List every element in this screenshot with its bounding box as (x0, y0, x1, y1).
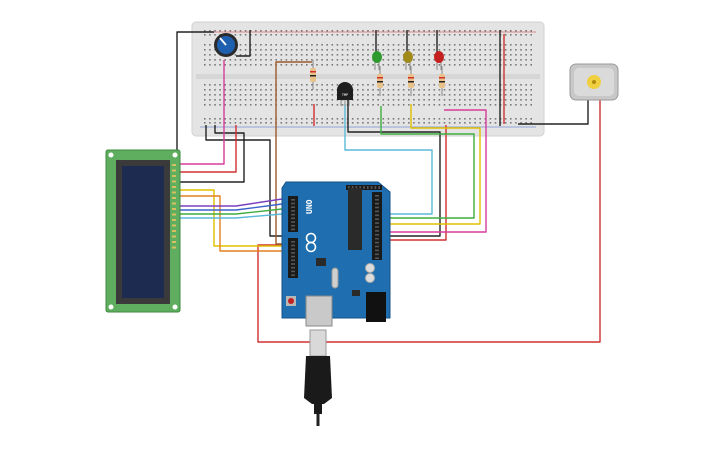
temperature-sensor[interactable]: TMP (337, 82, 353, 106)
arduino-logo-text: UNO (305, 199, 314, 214)
usb-port (305, 295, 333, 327)
wire-black[interactable] (347, 100, 441, 237)
wire-red[interactable] (178, 125, 237, 173)
lcd-display[interactable] (105, 149, 181, 313)
yellow-led[interactable] (403, 51, 413, 70)
wire-cyan[interactable] (344, 104, 433, 215)
wire-pink[interactable] (380, 109, 487, 233)
analog-pin-header (288, 238, 298, 278)
power-jack (366, 292, 386, 322)
digital-pin-header (372, 192, 382, 260)
microcontroller-chip (348, 188, 362, 250)
wire-cyan[interactable] (178, 213, 283, 219)
resistor[interactable] (408, 66, 414, 96)
wire-brown[interactable] (275, 61, 312, 245)
temperature-sensor-label: TMP (342, 93, 348, 97)
resistors (310, 60, 445, 96)
breadboard-center-channel (196, 74, 540, 79)
potentiometer[interactable] (214, 33, 238, 57)
reset-button[interactable] (288, 298, 294, 304)
wire-green[interactable] (380, 106, 475, 219)
infinity-logo (305, 232, 317, 253)
wire-pink[interactable] (178, 60, 225, 165)
resistor[interactable] (310, 60, 316, 90)
wire-yellow[interactable] (380, 104, 481, 225)
wire-blue[interactable] (178, 203, 283, 211)
resistor[interactable] (439, 66, 445, 96)
green-led[interactable] (372, 51, 382, 70)
wire-red[interactable] (380, 125, 447, 241)
red-led[interactable] (434, 51, 444, 70)
arduino-uno[interactable]: UNO (281, 181, 391, 327)
dc-motor[interactable] (569, 63, 619, 101)
usb-plug[interactable] (304, 329, 332, 414)
wire-green[interactable] (178, 208, 283, 215)
wire-orange[interactable] (178, 195, 282, 252)
wire-red[interactable] (257, 100, 601, 343)
wire-black[interactable] (518, 100, 589, 125)
resistor[interactable] (377, 66, 383, 96)
arduino-pins (291, 186, 380, 276)
breadboard[interactable] (191, 21, 545, 137)
wire-purple[interactable] (178, 198, 283, 207)
lcd-screen (122, 166, 164, 298)
wire-black[interactable] (178, 125, 245, 183)
leds (372, 51, 444, 70)
lcd-pin-header (172, 164, 176, 249)
wire-black[interactable] (236, 30, 251, 57)
wire-black[interactable] (205, 125, 282, 237)
